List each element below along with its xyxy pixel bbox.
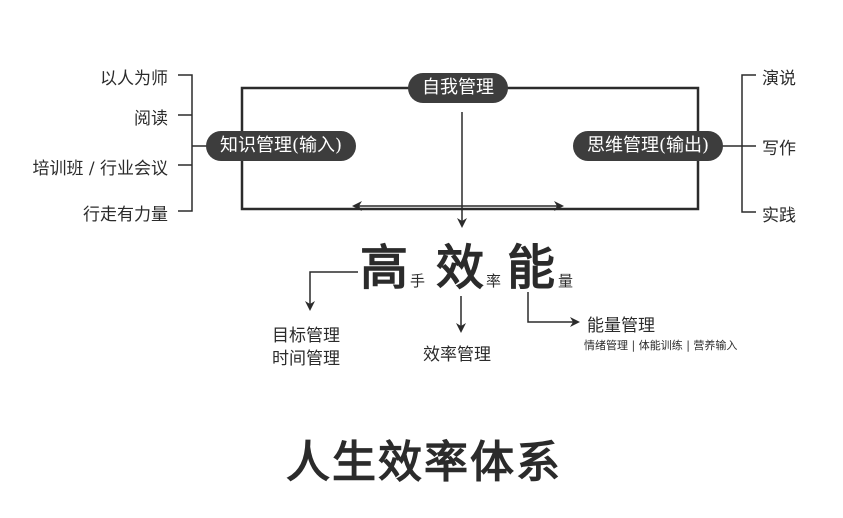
branch-right-arrow — [527, 292, 580, 327]
branch-left-goal: 目标管理 — [272, 326, 340, 346]
branch-left-time: 时间管理 — [272, 349, 340, 369]
left-input-item: 以人为师 — [100, 69, 168, 89]
top-node-self-management: 自我管理 — [408, 73, 508, 103]
right-output-item: 演说 — [762, 69, 796, 89]
headline-char-xiao: 效 — [436, 240, 485, 296]
left-input-item: 行走有力量 — [83, 205, 168, 225]
headline-char-neng: 能 — [507, 240, 556, 296]
left-bracket — [178, 74, 193, 212]
left-input-item: 培训班 / 行业会议 — [32, 159, 168, 179]
right-output-item: 写作 — [762, 139, 796, 159]
branch-right-detail: 情绪管理 | 体能训练 | 营养输入 — [584, 339, 738, 352]
headline-char-shou: 手 — [410, 272, 426, 290]
headline-char-lv: 率 — [486, 272, 502, 290]
left-input-item: 阅读 — [134, 109, 168, 129]
right-bracket — [741, 74, 756, 213]
branch-middle-efficiency: 效率管理 — [423, 345, 491, 365]
footer-title: 人生效率体系 — [286, 437, 562, 488]
right-output-item: 实践 — [762, 206, 796, 226]
headline-char-gao: 高 — [360, 240, 409, 296]
left-node-knowledge-management: 知识管理(输入) — [206, 131, 357, 161]
branch-left-arrow — [305, 271, 358, 311]
headline-char-liang: 量 — [558, 272, 574, 290]
right-node-thinking-management: 思维管理(输出) — [573, 131, 724, 161]
branch-right-energy: 能量管理 — [587, 316, 655, 336]
